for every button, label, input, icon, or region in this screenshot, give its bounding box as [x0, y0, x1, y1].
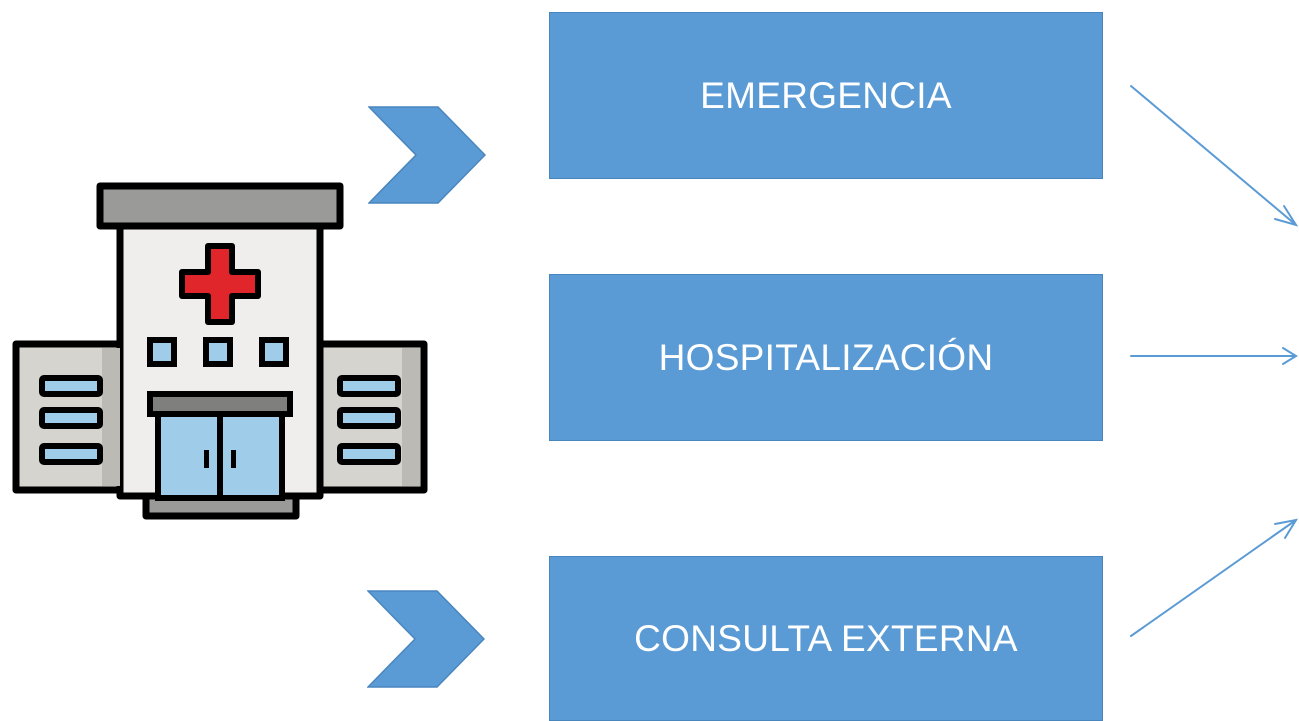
arrow-icon	[1130, 347, 1298, 365]
consulta-externa-box: CONSULTA EXTERNA	[549, 556, 1103, 721]
chevron-right-icon	[367, 590, 485, 688]
emergencia-label: EMERGENCIA	[700, 74, 952, 116]
hospital-building-icon	[12, 182, 428, 520]
hospitalizacion-box: HOSPITALIZACIÓN	[549, 274, 1103, 441]
arrow-icon	[1130, 85, 1299, 227]
emergencia-box: EMERGENCIA	[549, 12, 1103, 179]
consulta-externa-label: CONSULTA EXTERNA	[634, 617, 1018, 659]
hospitalizacion-label: HOSPITALIZACIÓN	[658, 336, 994, 378]
arrow-icon	[1130, 518, 1299, 637]
chevron-right-icon	[368, 106, 486, 204]
